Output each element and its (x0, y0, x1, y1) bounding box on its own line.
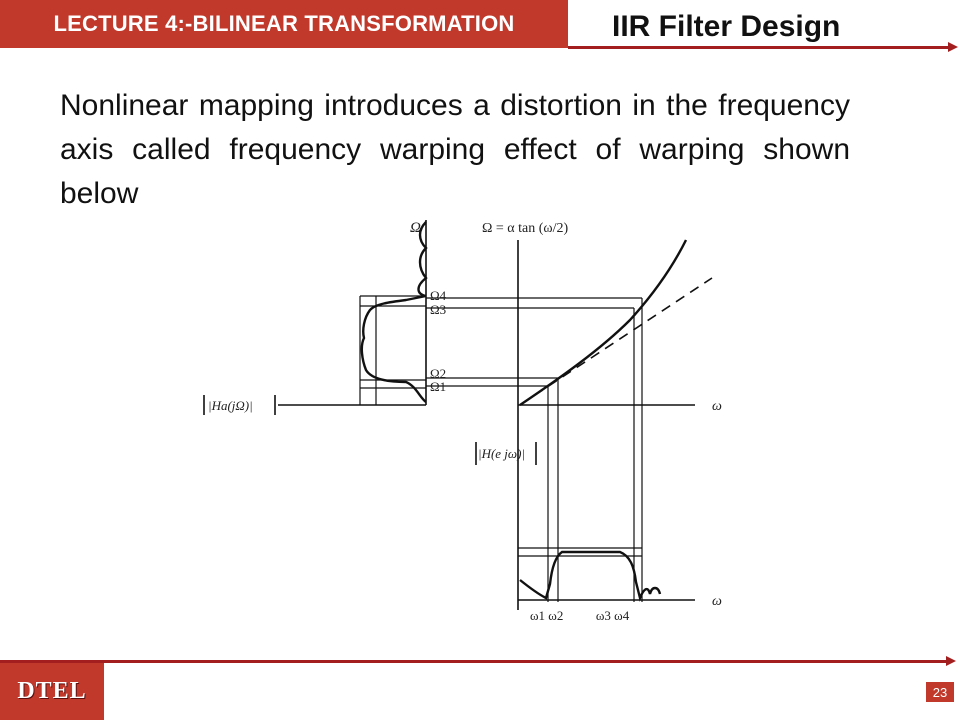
bottom-rule (0, 660, 950, 663)
omega-bottom-axis-label: ω (712, 594, 722, 609)
logo-text: DTEL (17, 678, 87, 704)
slide-title: IIR Filter Design (612, 10, 841, 43)
lecture-banner: LECTURE 4:-BILINEAR TRANSFORMATION (0, 0, 568, 48)
omega-tick-labels: ω1 ω2 ω3 ω4 (530, 608, 630, 623)
lecture-label: LECTURE 4:-BILINEAR TRANSFORMATION (53, 11, 515, 36)
omega1-label: Ω1 (430, 379, 446, 394)
omega-top-axis-label: ω (712, 399, 722, 414)
ha-response-label: |Ha(jΩ)| (208, 398, 253, 413)
top-rule (568, 46, 952, 49)
page-number: 23 (926, 682, 954, 702)
h-response-label: |H(e jω)| (478, 446, 525, 461)
omega4-label: Ω4 (430, 288, 447, 303)
omega3-label: Ω3 (430, 302, 446, 317)
frequency-warping-diagram: Ω Ω = α tan (ω/2) Ω4 Ω3 Ω2 Ω1 |Ha(jΩ)| ω… (203, 220, 722, 623)
dtel-logo: DTEL (0, 663, 104, 720)
analog-response-curve (360, 221, 428, 403)
tan-mapping-curve (519, 239, 688, 406)
bottom-rule-arrow-icon (946, 656, 956, 666)
digital-response-curve (519, 550, 662, 602)
omega2-label: Ω2 (430, 366, 446, 381)
body-text: Nonlinear mapping introduces a distortio… (60, 89, 850, 210)
mapping-equation-label: Ω = α tan (ω/2) (482, 221, 569, 236)
top-rule-arrow-icon (948, 42, 958, 52)
linear-asymptote (519, 277, 713, 406)
omega-cap-axis-label: Ω (410, 220, 421, 236)
